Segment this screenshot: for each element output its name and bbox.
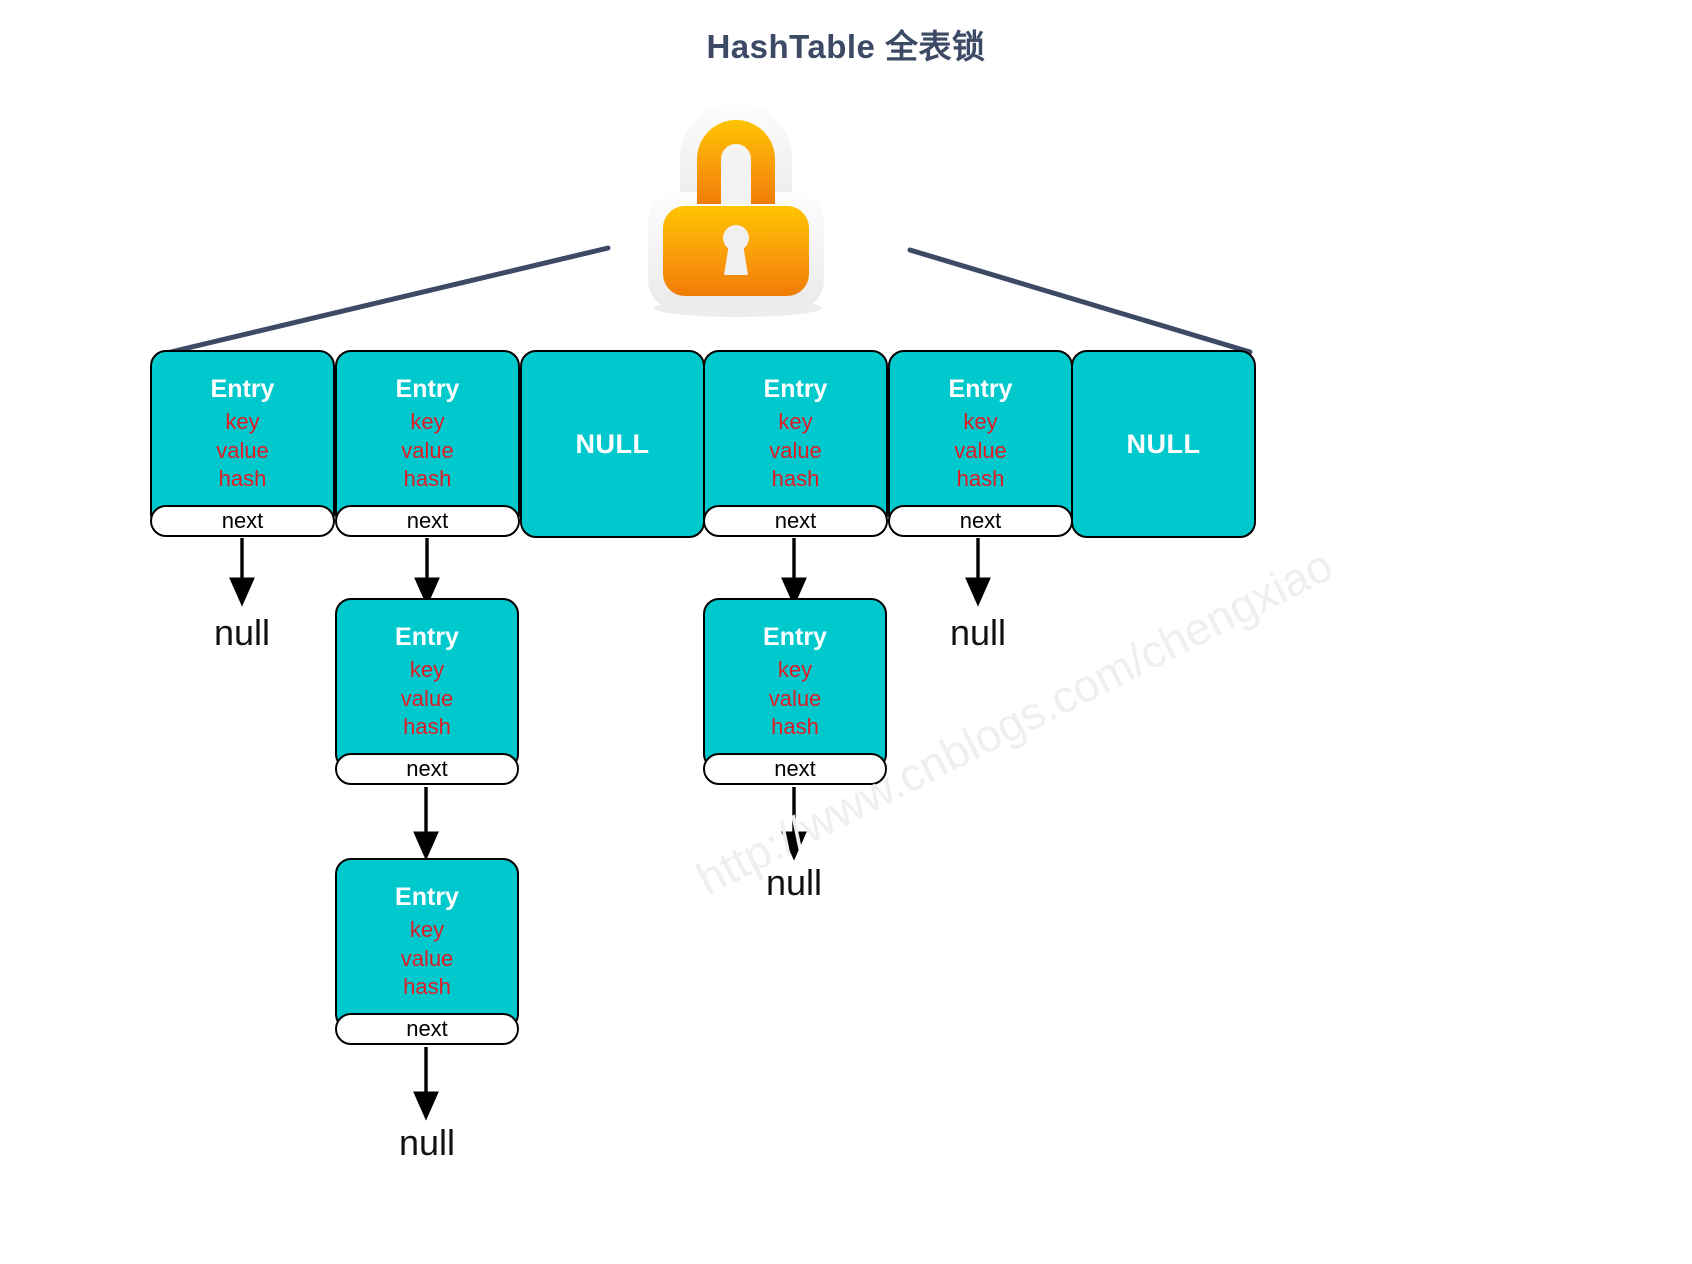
null-reference-slot3: null (765, 862, 823, 903)
entry-field-value: value (954, 437, 1007, 463)
entry-field-value: value (769, 437, 822, 463)
entry-field-value: value (216, 437, 269, 463)
chain-entry-slot3-node0[interactable]: Entry key value hash next (703, 598, 887, 788)
entry-next-pill[interactable]: next (335, 753, 519, 785)
table-slot-4[interactable]: Entry key value hash next (888, 350, 1073, 538)
null-slot-box[interactable]: NULL (520, 350, 705, 538)
null-slot-label: NULL (575, 428, 650, 459)
entry-field-key: key (225, 409, 260, 435)
entry-field-hash: hash (771, 466, 820, 492)
entry-box[interactable]: Entry key value hash (335, 350, 520, 530)
entry-box[interactable]: Entry key value hash (703, 350, 888, 530)
entry-title: Entry (395, 623, 459, 651)
null-reference-slot0: null (213, 612, 271, 653)
null-slot-label: NULL (1126, 428, 1201, 459)
entry-box[interactable]: Entry key value hash (335, 598, 519, 770)
table-slot-1[interactable]: Entry key value hash next (335, 350, 520, 538)
entry-field-key: key (963, 409, 998, 435)
entry-next-pill[interactable]: next (150, 505, 335, 537)
chain-entry-slot1-node0[interactable]: Entry key value hash next (335, 598, 519, 788)
table-slot-2[interactable]: NULL (520, 350, 705, 538)
entry-next-pill[interactable]: next (335, 1013, 519, 1045)
entry-title: Entry (763, 375, 828, 403)
entry-field-hash: hash (403, 714, 451, 740)
entry-title: Entry (395, 375, 460, 403)
entry-field-key: key (778, 409, 813, 435)
entry-title: Entry (763, 623, 827, 651)
lock-to-right-line (907, 247, 1253, 355)
entry-box[interactable]: Entry key value hash (335, 858, 519, 1030)
page-title: HashTable 全表锁 (706, 28, 986, 65)
table-slot-0[interactable]: Entry key value hash next (150, 350, 335, 538)
table-slot-5[interactable]: NULL (1071, 350, 1256, 538)
entry-field-hash: hash (771, 714, 819, 740)
entry-next-pill[interactable]: next (703, 753, 887, 785)
null-slot-box[interactable]: NULL (1071, 350, 1256, 538)
entry-box[interactable]: Entry key value hash (703, 598, 887, 770)
chain-entry-slot1-node1[interactable]: Entry key value hash next (335, 858, 519, 1048)
entry-field-key: key (409, 657, 445, 683)
entry-field-key: key (410, 409, 445, 435)
null-reference-slot1: null (398, 1122, 456, 1163)
entry-field-value: value (401, 437, 454, 463)
entry-title: Entry (210, 375, 275, 403)
padlock-icon (625, 92, 847, 320)
entry-field-value: value (400, 685, 454, 711)
entry-next-pill[interactable]: next (335, 505, 520, 537)
lock-to-left-line (155, 245, 611, 358)
table-slot-3[interactable]: Entry key value hash next (703, 350, 888, 538)
null-reference-slot4: null (949, 612, 1007, 653)
entry-title: Entry (948, 375, 1013, 403)
entry-field-hash: hash (956, 466, 1005, 492)
entry-field-hash: hash (403, 974, 451, 1000)
entry-field-value: value (768, 685, 822, 711)
entry-field-key: key (777, 657, 813, 683)
entry-box[interactable]: Entry key value hash (888, 350, 1073, 530)
entry-title: Entry (395, 883, 459, 911)
entry-field-value: value (400, 945, 454, 971)
entry-next-pill[interactable]: next (888, 505, 1073, 537)
entry-box[interactable]: Entry key value hash (150, 350, 335, 530)
entry-field-hash: hash (218, 466, 267, 492)
entry-field-hash: hash (403, 466, 452, 492)
entry-next-pill[interactable]: next (703, 505, 888, 537)
entry-field-key: key (409, 917, 445, 943)
